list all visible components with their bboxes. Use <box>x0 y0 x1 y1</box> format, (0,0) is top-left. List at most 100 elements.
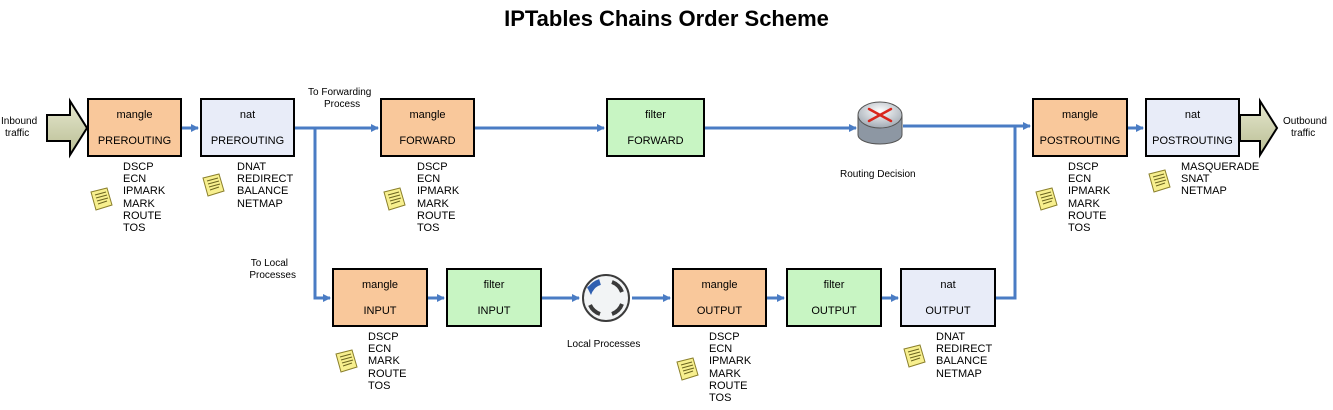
to-forwarding-line: Process <box>324 98 361 110</box>
note-icon <box>676 357 699 381</box>
chain-name: OUTPUT <box>696 305 743 317</box>
target-item: IPMARK <box>1068 185 1111 198</box>
outbound-label-line: traffic <box>1291 127 1316 139</box>
table-name: filter <box>645 109 666 121</box>
target-item: TOS <box>123 221 146 234</box>
chain-box-mangle-postrouting: mangle POSTROUTING <box>1032 98 1128 157</box>
connector-output-to-postrouting <box>996 126 1017 300</box>
target-item: ROUTE <box>123 209 162 222</box>
note-icon <box>1148 169 1171 193</box>
table-name: nat <box>940 279 956 291</box>
table-name: mangle <box>409 109 446 121</box>
chain-box-mangle-output: mangle OUTPUT <box>672 268 767 327</box>
targets-nat-output: DNAT REDIRECT BALANCE NETMAP <box>936 331 992 380</box>
targets-nat-postrouting: MASQUERADE SNAT NETMAP <box>1181 161 1259 198</box>
target-item: REDIRECT <box>936 343 993 356</box>
target-item: DNAT <box>237 161 267 173</box>
chain-name: OUTPUT <box>925 305 971 317</box>
note-icon <box>383 187 406 211</box>
target-item: REDIRECT <box>237 173 294 186</box>
target-item: DSCP <box>709 331 740 343</box>
target-item: DSCP <box>123 161 154 173</box>
to-local-label: To Local Processes <box>246 258 296 281</box>
targets-nat-prerouting: DNAT REDIRECT BALANCE NETMAP <box>237 161 293 210</box>
chain-box-mangle-input: mangle INPUT <box>332 268 428 327</box>
targets-mangle-forward: DSCP ECN IPMARK MARK ROUTE TOS <box>417 161 459 234</box>
to-forwarding-label: To Forwarding Process <box>308 87 371 110</box>
chain-name: PREROUTING <box>210 135 285 147</box>
target-item: MARK <box>1068 197 1100 210</box>
target-item: TOS <box>709 391 732 404</box>
table-name: filter <box>823 279 845 291</box>
target-item: ECN <box>368 343 392 356</box>
target-item: IPMARK <box>123 185 166 198</box>
target-item: DNAT <box>936 331 966 343</box>
inbound-label-line: traffic <box>5 127 30 139</box>
chain-box-nat-postrouting: nat POSTROUTING <box>1145 98 1240 157</box>
target-item: MASQUERADE <box>1181 161 1260 173</box>
local-processes-label: Local Processes <box>567 339 641 350</box>
target-item: BALANCE <box>237 185 289 198</box>
target-item: ECN <box>709 343 733 356</box>
table-name: mangle <box>701 279 738 291</box>
to-forwarding-line: To Forwarding <box>308 87 372 98</box>
connector-to-local <box>313 128 331 302</box>
note-icon <box>1035 187 1058 211</box>
target-item: NETMAP <box>1181 185 1227 198</box>
to-local-line: To Local <box>250 258 288 269</box>
router-icon <box>857 101 903 145</box>
targets-mangle-prerouting: DSCP ECN IPMARK MARK ROUTE TOS <box>123 161 165 234</box>
target-item: MARK <box>417 197 449 210</box>
chain-box-filter-forward: filter FORWARD <box>606 98 705 157</box>
target-item: TOS <box>368 379 391 392</box>
table-name: mangle <box>116 109 153 121</box>
target-item: ECN <box>123 173 147 186</box>
target-item: IPMARK <box>417 185 460 198</box>
chain-box-filter-output: filter OUTPUT <box>786 268 882 327</box>
routing-decision-label: Routing Decision <box>840 169 916 180</box>
chain-name: INPUT <box>363 305 397 317</box>
chain-box-filter-input: filter INPUT <box>446 268 542 327</box>
note-icon <box>90 187 113 211</box>
targets-mangle-output: DSCP ECN IPMARK MARK ROUTE TOS <box>709 331 751 404</box>
targets-mangle-input: DSCP ECN MARK ROUTE TOS <box>368 331 407 392</box>
chain-box-nat-output: nat OUTPUT <box>900 268 996 327</box>
chain-name: OUTPUT <box>811 305 857 317</box>
target-item: ROUTE <box>368 367 407 380</box>
table-name: mangle <box>361 279 399 291</box>
table-name: nat <box>1184 109 1201 121</box>
table-name: nat <box>239 109 256 121</box>
target-item: BALANCE <box>936 355 988 368</box>
target-item: MARK <box>368 355 400 368</box>
chain-box-mangle-prerouting: mangle PREROUTING <box>87 98 182 157</box>
chain-name: FORWARD <box>627 135 684 147</box>
inbound-arrow-icon <box>46 97 89 159</box>
targets-mangle-postrouting: DSCP ECN IPMARK MARK ROUTE TOS <box>1068 161 1110 234</box>
diagram-title: IPTables Chains Order Scheme <box>504 6 829 31</box>
outbound-arrow-icon <box>1239 97 1279 159</box>
chain-name: FORWARD <box>399 135 456 147</box>
outbound-label-line: Outbound <box>1283 116 1327 127</box>
target-item: ROUTE <box>1068 209 1107 222</box>
chain-name: POSTROUTING <box>1039 135 1121 147</box>
target-item: SNAT <box>1181 173 1210 186</box>
chain-box-nat-prerouting: nat PREROUTING <box>200 98 295 157</box>
target-item: MARK <box>709 367 741 380</box>
outbound-label: Outbound traffic <box>1283 116 1327 139</box>
target-item: ROUTE <box>709 379 748 392</box>
note-icon <box>202 173 225 197</box>
note-icon <box>903 344 926 368</box>
target-item: DSCP <box>417 161 448 173</box>
target-item: NETMAP <box>237 197 283 210</box>
target-item: ECN <box>417 173 441 186</box>
chain-box-mangle-forward: mangle FORWARD <box>380 98 475 157</box>
target-item: ECN <box>1068 173 1092 186</box>
target-item: TOS <box>417 221 440 234</box>
target-item: DSCP <box>368 331 399 343</box>
table-name: filter <box>483 279 505 291</box>
table-name: mangle <box>1061 109 1099 121</box>
local-processes-icon <box>582 274 630 322</box>
note-icon <box>335 349 358 373</box>
to-local-line: Processes <box>249 269 296 281</box>
